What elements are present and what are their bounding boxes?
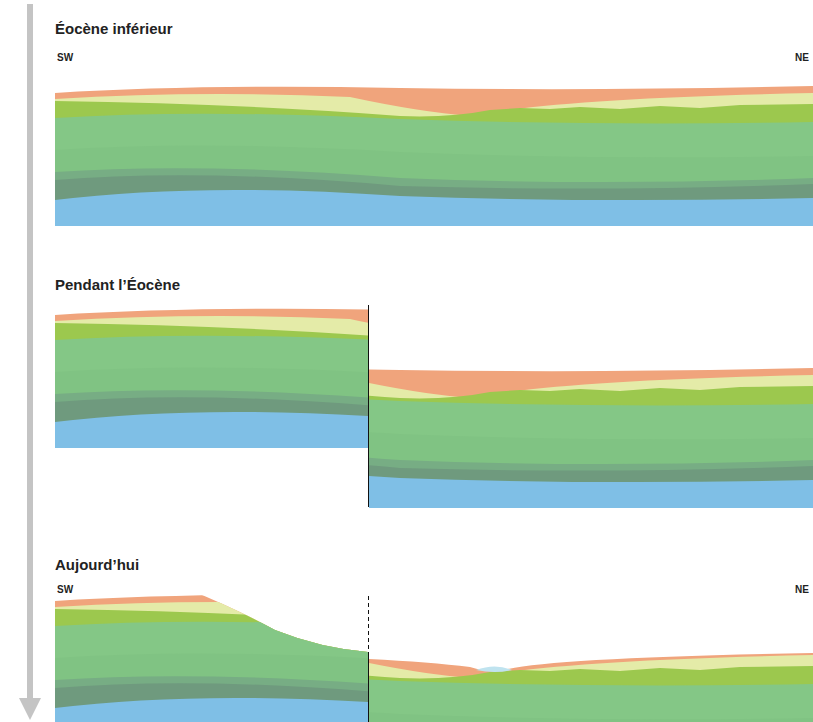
time-arrowhead	[19, 698, 41, 720]
fault-line	[368, 305, 369, 507]
section-early-eocene	[55, 86, 813, 226]
lake	[476, 667, 512, 673]
direction-label: SW	[57, 52, 73, 63]
fault-line	[368, 655, 369, 722]
panel-title: Pendant l’Éocène	[55, 276, 180, 293]
direction-label: NE	[795, 584, 809, 595]
section-today-east	[55, 648, 813, 722]
panel-title: Aujourd’hui	[55, 556, 139, 573]
panel-title: Éocène inférieur	[55, 20, 173, 37]
direction-label: SW	[57, 584, 73, 595]
section-eocene-lowered	[55, 368, 813, 508]
time-arrow	[27, 4, 33, 700]
fault-line-dashed	[368, 596, 369, 655]
direction-label: NE	[795, 52, 809, 63]
